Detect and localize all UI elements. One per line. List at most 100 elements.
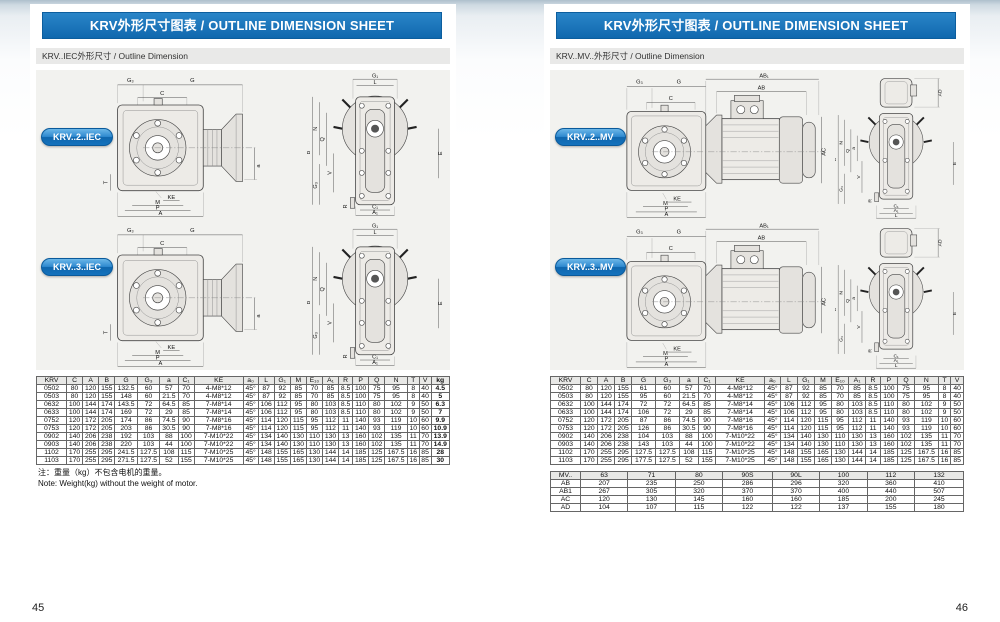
table-cell: 370 (722, 487, 773, 496)
dim-label-g1: G₁ (372, 73, 378, 79)
table-cell: 155 (614, 384, 633, 393)
table-cell: 70 (950, 432, 964, 441)
table-cell: 110 (352, 400, 370, 409)
krv3-mv-face-view-drawing: AD B N Q a V G₃ E R C₁ A₁ L (835, 228, 958, 369)
column-header: G (114, 376, 138, 385)
table-cell: 130 (848, 432, 867, 441)
table-cell: 140 (879, 424, 898, 433)
column-header: R (865, 376, 881, 385)
dim-label-e: E (952, 311, 958, 315)
column-header: G₃ (136, 376, 161, 385)
table-cell: 174 (114, 416, 138, 425)
table-cell: 80 (579, 384, 599, 393)
table-cell: 255 (597, 456, 616, 465)
column-header: 90S (722, 471, 773, 480)
table-cell: 160 (879, 440, 898, 449)
column-header: Q (368, 376, 386, 385)
column-header: P (352, 376, 370, 385)
dim-label-g: G (677, 80, 681, 86)
table-cell: 10 (937, 416, 952, 425)
table-cell: 120 (597, 392, 616, 401)
table-cell: 13.9 (430, 432, 451, 441)
table-cell: 8.5 (338, 408, 354, 417)
table-cell: 60 (654, 384, 680, 393)
table-cell: 0903 (36, 440, 67, 449)
table-cell: 100 (879, 384, 898, 393)
dim-label-v: V (856, 175, 862, 179)
table-cell: 130 (627, 495, 676, 504)
table-cell: 255 (82, 456, 100, 465)
table-cell: 93 (368, 416, 386, 425)
table-cell: 93 (368, 424, 386, 433)
dim-label-ac: AC (822, 298, 827, 306)
column-header: E₁₀ (305, 376, 324, 385)
table-cell: 29 (159, 408, 179, 417)
table-cell: 185 (352, 456, 370, 465)
table-cell: 11 (865, 424, 881, 433)
table-cell: 80 (65, 392, 84, 401)
table-cell: 45° (242, 384, 259, 393)
table-cell: 205 (614, 416, 633, 425)
table-cell: 170 (579, 448, 599, 457)
table-cell: 95 (830, 424, 850, 433)
table-cell: 45° (242, 440, 259, 449)
krv2-iec-side-view-drawing: G₃ G C a T KE M P A (104, 78, 262, 217)
table-cell: 57 (159, 384, 179, 393)
table-cell: 86 (654, 424, 680, 433)
table-cell: 7-M8*14 (715, 400, 766, 409)
table-cell: 50 (418, 408, 432, 417)
table-cell: 61 (631, 384, 656, 393)
table-cell: 320 (674, 487, 724, 496)
dim-label-ad: AD (938, 89, 944, 96)
table-cell: 44 (159, 440, 179, 449)
table-cell: 7-M10*22 (193, 432, 244, 441)
table-cell: 85 (698, 400, 717, 409)
table-cell: 8 (406, 392, 420, 401)
table-cell: 119 (913, 416, 939, 425)
page-number-46: 46 (955, 602, 968, 614)
table-cell: 7-M8*14 (715, 408, 766, 417)
table-cell: 50 (950, 408, 964, 417)
table-cell: 45° (764, 432, 781, 441)
table-cell: 4-M8*12 (715, 384, 766, 393)
table-cell: 108 (678, 448, 700, 457)
column-header: C (65, 376, 84, 385)
dimension-lines (837, 78, 954, 219)
table-cell: 295 (98, 456, 116, 465)
column-header: 112 (866, 471, 916, 480)
dimension-labels: G₃ G AB₁ AB C AC KE M P A (636, 223, 827, 368)
table-cell: 172 (597, 424, 616, 433)
dim-label-c: C (160, 91, 164, 97)
table-cell: 90 (698, 416, 717, 425)
table-cell: 9 (406, 400, 420, 409)
dim-label-a1: A₁ (372, 360, 378, 366)
table-cell: 144 (597, 400, 616, 409)
table-cell: 170 (65, 456, 84, 465)
table-cell: 140 (879, 416, 898, 425)
table-cell: 0632 (36, 400, 67, 409)
table-cell: 104 (579, 503, 629, 512)
dimension-lines (110, 84, 258, 217)
column-header: M (813, 376, 833, 385)
dim-label-a1: A₁ (894, 208, 899, 214)
table-cell: 115 (813, 424, 833, 433)
table-cell: 14 (338, 456, 354, 465)
table-cell: 8.5 (865, 392, 881, 401)
table-cell: 206 (82, 440, 100, 449)
table-cell: 130 (305, 448, 324, 457)
table-cell: 140 (65, 432, 84, 441)
table-cell: 103 (321, 400, 340, 409)
table-cell: 102 (913, 408, 939, 417)
column-header: KE (715, 376, 766, 385)
table-cell: 155 (796, 448, 815, 457)
table-cell: 255 (597, 448, 616, 457)
column-header: G (631, 376, 656, 385)
table-cell: 106 (257, 400, 275, 409)
catalog-page-left: KRV外形尺寸图表 / OUTLINE DIMENSION SHEET KRV.… (30, 4, 456, 618)
table-cell: 148 (257, 448, 275, 457)
dim-label-n: N (313, 127, 319, 131)
table-cell: 7-M10*22 (193, 440, 244, 449)
